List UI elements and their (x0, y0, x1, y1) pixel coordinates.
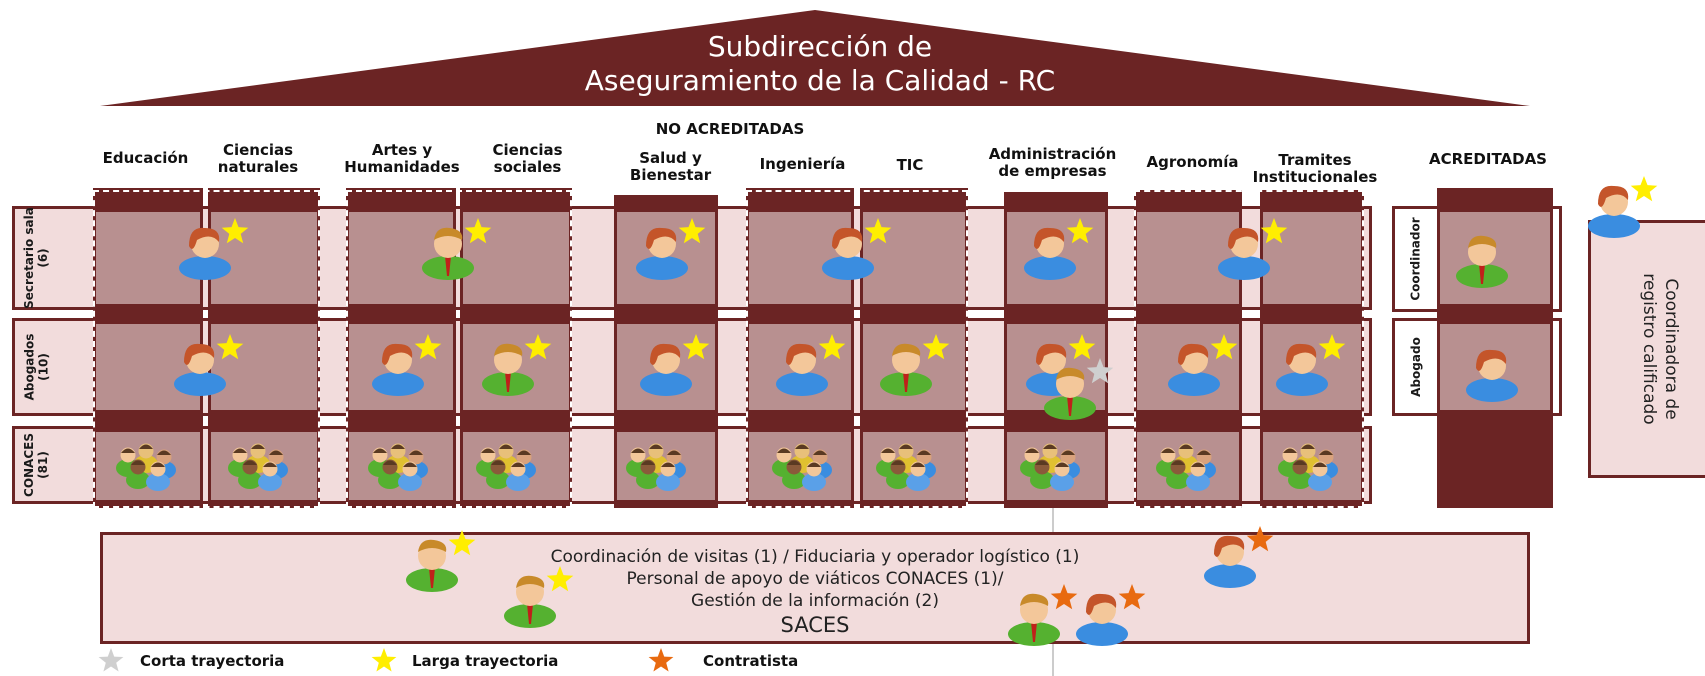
abogado-acreditado-person (1466, 349, 1518, 402)
grid-cell (1137, 212, 1239, 304)
column-header-agronomia: Agronomía (1146, 153, 1239, 171)
secretario-person (822, 218, 892, 280)
abogado-person (640, 334, 710, 396)
grid-cell (96, 212, 200, 304)
abogado-person (880, 334, 950, 396)
conaces-group (772, 443, 832, 491)
conaces-group (1278, 443, 1338, 491)
conaces-group (228, 443, 288, 491)
abogado-person (1168, 334, 1238, 396)
fiduciaria-person (1204, 526, 1274, 588)
conaces-group (368, 443, 428, 491)
conaces-group (116, 443, 176, 491)
saces-title: SACES (780, 613, 850, 637)
row-label-secretario: Secretario sala (6) (22, 207, 51, 309)
acreditadas-coordinador-box (1392, 206, 1562, 312)
saces-box: Coordinación de visitas (1) / Fiduciaria… (100, 532, 1530, 644)
conaces-group (626, 443, 686, 491)
saces-line-2: Personal de apoyo de viáticos CONACES (1… (626, 569, 1004, 589)
viaticos-person (504, 566, 574, 628)
conaces-group (476, 443, 536, 491)
column-header-ingenieria: Ingeniería (759, 155, 846, 173)
acreditadas-label-abogado: Abogado (1409, 337, 1423, 397)
coordinadora-label: Coordinadora de registro calificado (1639, 273, 1681, 425)
abogado-person (1276, 334, 1346, 396)
grid-cell (96, 324, 200, 410)
conaces-group (876, 443, 936, 491)
row-label-conaces: CONACES (81) (22, 433, 51, 497)
abogado-person (776, 334, 846, 396)
column-header-tic: TIC (896, 156, 924, 174)
grid-cell (1440, 212, 1550, 304)
legend-star-contractor (648, 648, 674, 672)
abogado-person (1044, 358, 1114, 420)
secretario-person (179, 218, 249, 280)
secretario-person (636, 218, 706, 280)
abogado-person (482, 334, 552, 396)
legend-label-short: Corta trayectoria (140, 652, 285, 670)
visitas-person (406, 530, 476, 592)
secretario-person (1024, 218, 1094, 280)
row-label-abogados: Abogados (10) (22, 333, 51, 401)
column-header-educacion: Educación (102, 149, 189, 167)
conaces-group (1020, 443, 1080, 491)
section-acreditadas: ACREDITADAS (1429, 150, 1547, 168)
legend-label-long: Larga trayectoria (412, 652, 559, 670)
saces-line-1: Coordinación de visitas (1) / Fiduciaria… (550, 547, 1080, 567)
secretario-person (422, 218, 492, 280)
page-title: Subdirección de Aseguramiento de la Cali… (584, 30, 1056, 97)
roof (100, 10, 1530, 106)
coordinadora-box (1588, 220, 1705, 478)
conaces-group (1156, 443, 1216, 491)
abogado-person (174, 334, 244, 396)
abogado-person (372, 334, 442, 396)
legend-star-long (371, 648, 397, 672)
coordinador-person (1456, 235, 1508, 288)
acreditadas-label-coordinador: Coordinador (1409, 217, 1423, 301)
legend-star-short (98, 648, 124, 672)
section-no-acreditadas: NO ACREDITADAS (655, 120, 805, 138)
legend-label-contractor: Contratista (703, 652, 799, 670)
secretario-person (1218, 218, 1288, 280)
informacion-person (1008, 584, 1078, 646)
informacion-person (1076, 584, 1146, 646)
acreditadas-abogado-box (1392, 318, 1562, 416)
coordinadora-person (1588, 176, 1658, 238)
saces-line-3: Gestión de la información (2) (691, 591, 939, 611)
